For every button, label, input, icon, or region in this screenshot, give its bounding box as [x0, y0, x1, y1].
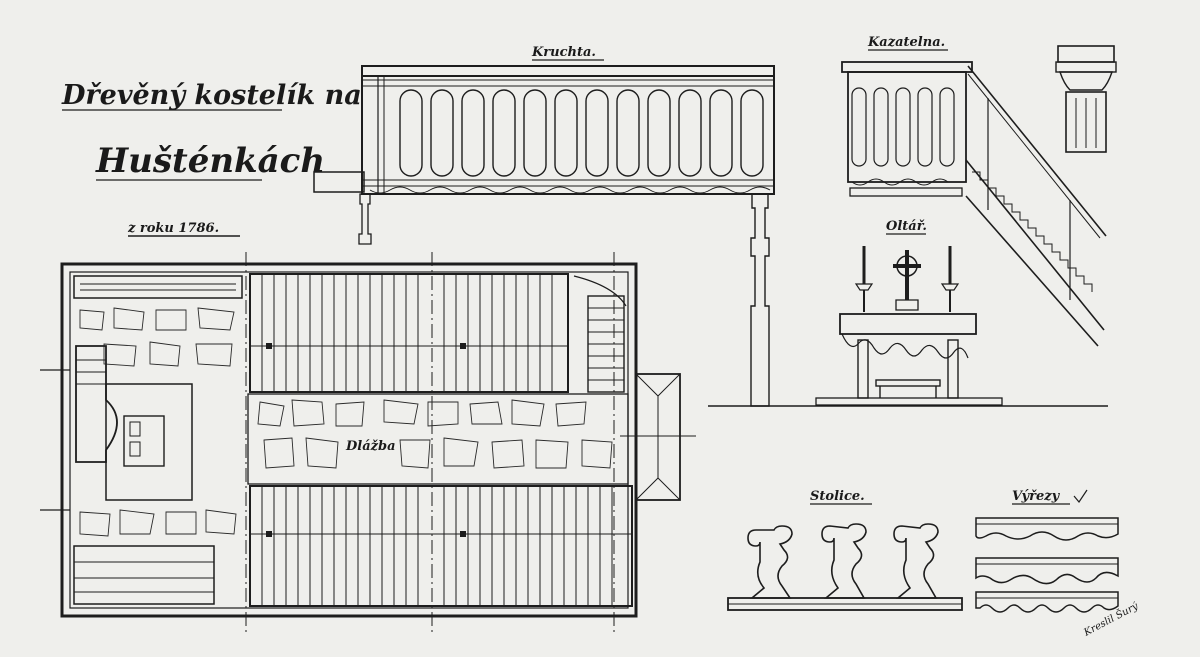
lower-pews — [250, 486, 632, 606]
cuts-label: Výřezy — [1012, 489, 1061, 504]
title-year: z roku 1786. — [127, 221, 219, 236]
gallery-balusters — [399, 89, 764, 177]
pulpit-label: Kazatelna. — [867, 35, 945, 50]
cuts-detail: Výřezy — [975, 489, 1119, 613]
floor-label: Dlážba — [345, 439, 396, 454]
upper-pews — [250, 274, 568, 392]
title-line-1: Dřevěný kostelík na — [61, 80, 362, 111]
pulpit-elevation: Kazatelna. — [841, 35, 1107, 347]
pews-label: Stolice. — [810, 489, 865, 504]
gallery-elevation: Kruchta. — [313, 45, 775, 407]
gallery-label: Kruchta. — [531, 45, 596, 60]
pews-elevation: Stolice. — [727, 489, 963, 611]
title-block: Dřevěný kostelík na Hušténkách z roku 17… — [61, 80, 362, 237]
signature: Kreslil Šurý — [1081, 600, 1141, 639]
floor-plan: Dlážba — [40, 252, 696, 632]
altar-label: Oltář. — [886, 219, 927, 234]
stone-wall-area — [79, 307, 237, 537]
flagstones — [257, 399, 613, 469]
altar-elevation: Oltář. — [708, 219, 1108, 407]
title-line-2: Hušténkách — [95, 141, 325, 181]
capital-detail — [1055, 45, 1117, 153]
